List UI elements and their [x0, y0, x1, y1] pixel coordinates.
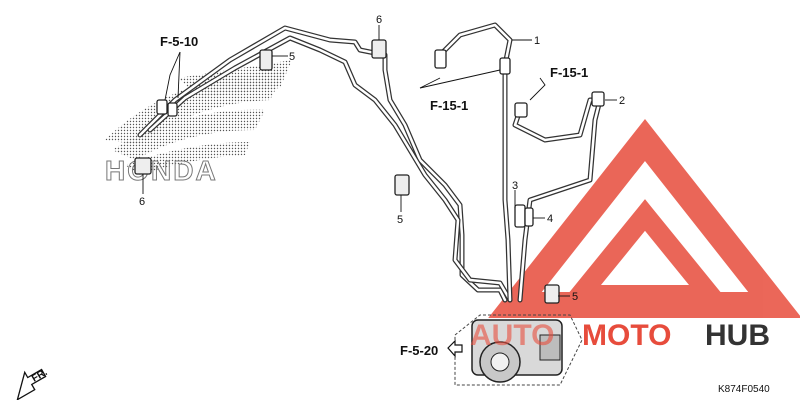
automotohub-watermark	[488, 118, 800, 318]
abs-connector	[539, 334, 561, 361]
callout-part-4: 4	[547, 213, 553, 225]
ref-f-5-20: F-5-20	[400, 343, 438, 358]
hose-clamps	[134, 39, 560, 304]
brake-line-front	[137, 25, 513, 303]
fitting-line-1-end	[434, 49, 447, 69]
leader-lines	[142, 25, 617, 297]
callout-part-6-top: 6	[376, 14, 382, 26]
abs-motor-cap	[490, 352, 510, 372]
front-direction-marker: FR.	[16, 367, 50, 400]
honda-logo-lettering: HONDA	[105, 155, 218, 186]
front-marker-label: FR.	[30, 367, 50, 385]
hose-fittings	[156, 49, 605, 228]
callout-part-6-left: 6	[139, 196, 145, 208]
ref-f-15-1-right: F-15-1	[550, 65, 588, 80]
clamp-5-right	[544, 284, 560, 304]
clamp-6-top	[371, 39, 387, 59]
callout-part-2: 2	[619, 95, 625, 107]
callout-part-5-right: 5	[572, 291, 578, 303]
fitting-line-2-top	[591, 91, 605, 107]
arrow-left-icon	[447, 339, 463, 358]
callout-part-5-mid: 5	[397, 214, 403, 226]
honda-logo-text: HONDA	[105, 155, 218, 187]
joint-part-4	[524, 207, 534, 227]
fitting-line-2-end	[514, 102, 528, 118]
fitting-line-1-mid	[499, 57, 511, 75]
abs-modulator	[454, 314, 583, 386]
front-arrow-icon	[16, 368, 47, 400]
ref-f-5-10: F-5-10	[160, 34, 198, 49]
callout-part-3: 3	[512, 180, 518, 192]
watermark-word-hub: HUB	[705, 319, 770, 352]
clamp-5-mid	[394, 174, 410, 196]
watermark-word-moto: MOTO	[582, 319, 671, 352]
joint-part-3	[514, 204, 526, 228]
callout-part-5-top: 5	[289, 51, 295, 63]
abs-outline-dashed	[454, 314, 583, 386]
callout-part-1: 1	[534, 35, 540, 47]
ref-f-15-1-left: F-15-1	[430, 98, 468, 113]
clamp-6-left	[134, 157, 152, 175]
diagram-code: K874F0540	[718, 384, 770, 395]
clamp-5-top	[259, 49, 273, 71]
watermark-text: AUTO MOTO HUB	[470, 319, 770, 352]
fitting-upper-left	[156, 99, 168, 115]
fitting-upper-left-2	[167, 102, 178, 117]
watermark-word-auto: AUTO	[470, 319, 554, 352]
watermark-triangle-inner	[558, 199, 732, 305]
